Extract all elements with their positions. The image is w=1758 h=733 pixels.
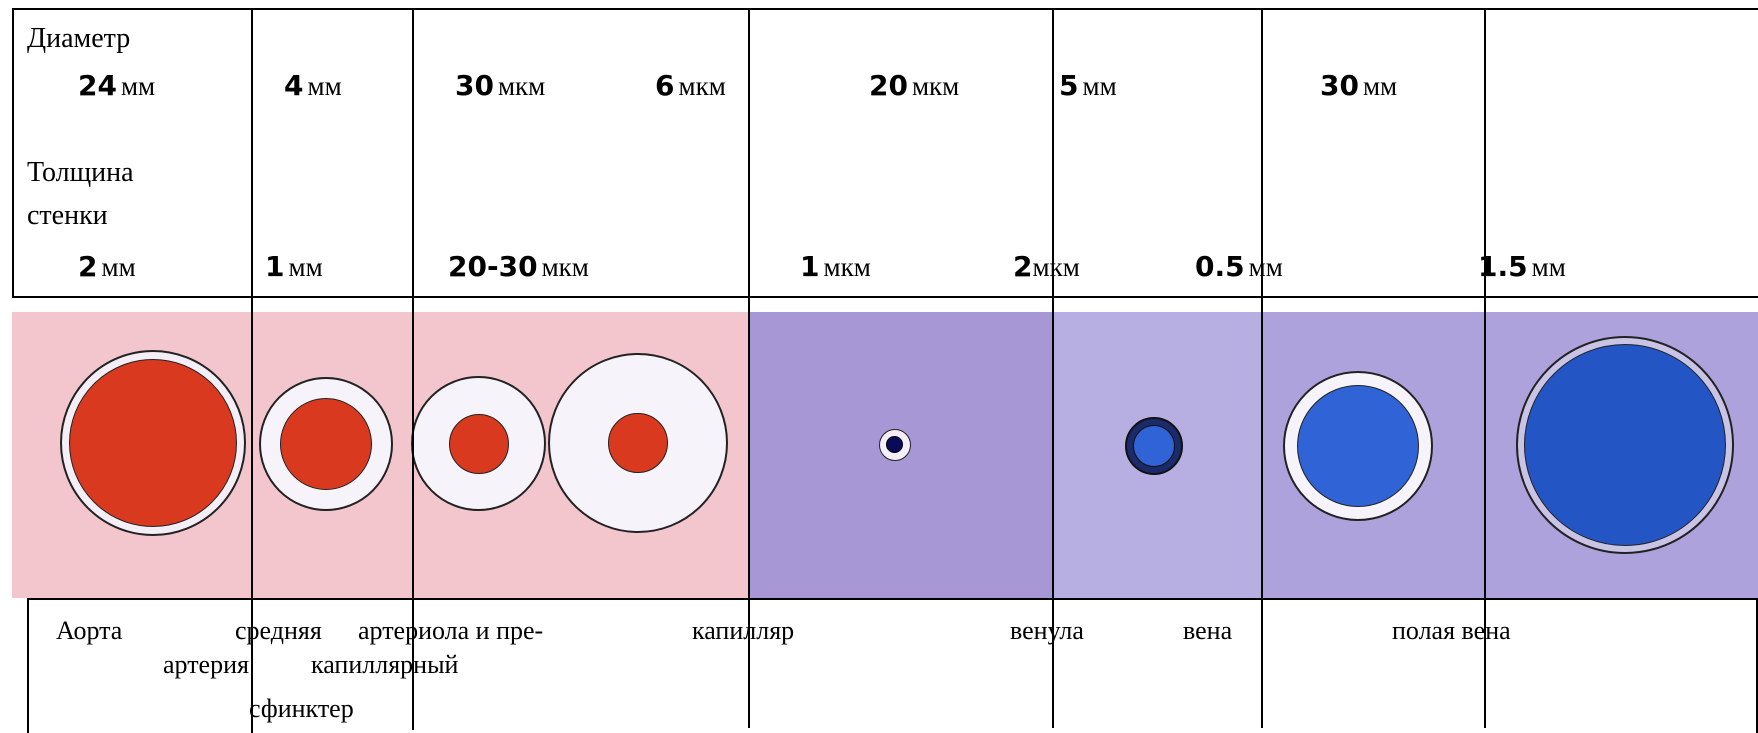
vein-cross-section bbox=[1283, 371, 1433, 521]
divider-5 bbox=[1261, 8, 1263, 728]
top-border bbox=[12, 8, 1758, 10]
venule-lumen bbox=[1133, 425, 1175, 467]
wall-arteriole: 20-30 мкм bbox=[448, 250, 589, 283]
wall-aorta: 2 мм bbox=[78, 250, 136, 283]
precapillary-sphincter-cross-section bbox=[548, 353, 728, 533]
diameter-arteriole: 30 мкм bbox=[455, 69, 546, 102]
diameter-label: Диаметр bbox=[27, 23, 131, 54]
divider-3 bbox=[748, 8, 750, 728]
vessel-name-medium-artery-line1: средняя bbox=[235, 616, 322, 645]
vessel-name-capillary: капилляр bbox=[692, 616, 795, 645]
divider-1 bbox=[251, 8, 253, 733]
diameter-aorta: 24 мм bbox=[78, 69, 156, 102]
vessel-name-vena-cava: полая вена bbox=[1392, 616, 1511, 645]
capillary-cross-section bbox=[879, 429, 911, 461]
divider-6 bbox=[1484, 8, 1486, 728]
capillary-lumen bbox=[886, 436, 903, 453]
vessel-name-vein: вена bbox=[1183, 616, 1233, 645]
labels-top-border bbox=[27, 598, 1758, 600]
divider-2 bbox=[412, 8, 414, 730]
arteriole-cross-section bbox=[411, 376, 546, 511]
precapillary-sphincter-lumen bbox=[608, 413, 668, 473]
wall-vein: 0.5 мм bbox=[1195, 250, 1283, 283]
header-left-border bbox=[12, 8, 14, 297]
header-bottom-border bbox=[12, 296, 1758, 298]
vessel-name-arteriole-line2: капиллярный bbox=[311, 650, 459, 679]
aorta-lumen bbox=[69, 359, 237, 527]
diameter-precapillary-sphincter: 6 мкм bbox=[655, 69, 726, 102]
wall-thickness-label-line2: стенки bbox=[27, 200, 108, 231]
vessel-name-medium-artery-line2: артерия bbox=[163, 650, 249, 679]
diameter-vein: 5 мм bbox=[1059, 69, 1117, 102]
wall-venule: 2мкм bbox=[1013, 250, 1080, 283]
diameter-vena-cava: 30 мм bbox=[1320, 69, 1398, 102]
diameter-medium-artery: 4 мм bbox=[284, 69, 342, 102]
diameter-venule: 20 мкм bbox=[869, 69, 960, 102]
vena-cava-lumen bbox=[1524, 344, 1726, 546]
vein-lumen bbox=[1297, 385, 1419, 507]
arteriole-lumen bbox=[449, 414, 509, 474]
right-border bbox=[1756, 598, 1758, 733]
vessel-name-venule: венула bbox=[1010, 616, 1084, 645]
vessel-name-arteriole-line1: артериола и пре- bbox=[358, 616, 544, 645]
labels-left-border bbox=[27, 598, 29, 733]
wall-medium-artery: 1 мм bbox=[265, 250, 323, 283]
wall-vena-cava: 1.5 мм bbox=[1478, 250, 1566, 283]
vessel-name-aorta: Аорта bbox=[56, 616, 123, 645]
wall-capillary: 1 мкм bbox=[800, 250, 871, 283]
wall-thickness-label-line1: Толщина bbox=[27, 157, 134, 188]
venule-cross-section bbox=[1125, 417, 1183, 475]
medium-artery-cross-section bbox=[259, 377, 393, 511]
vessel-name-arteriole-line3: сфинктер bbox=[249, 694, 354, 723]
divider-4 bbox=[1052, 8, 1054, 728]
aorta-cross-section bbox=[60, 350, 246, 536]
vena-cava-cross-section bbox=[1516, 336, 1734, 554]
medium-artery-lumen bbox=[280, 398, 372, 490]
